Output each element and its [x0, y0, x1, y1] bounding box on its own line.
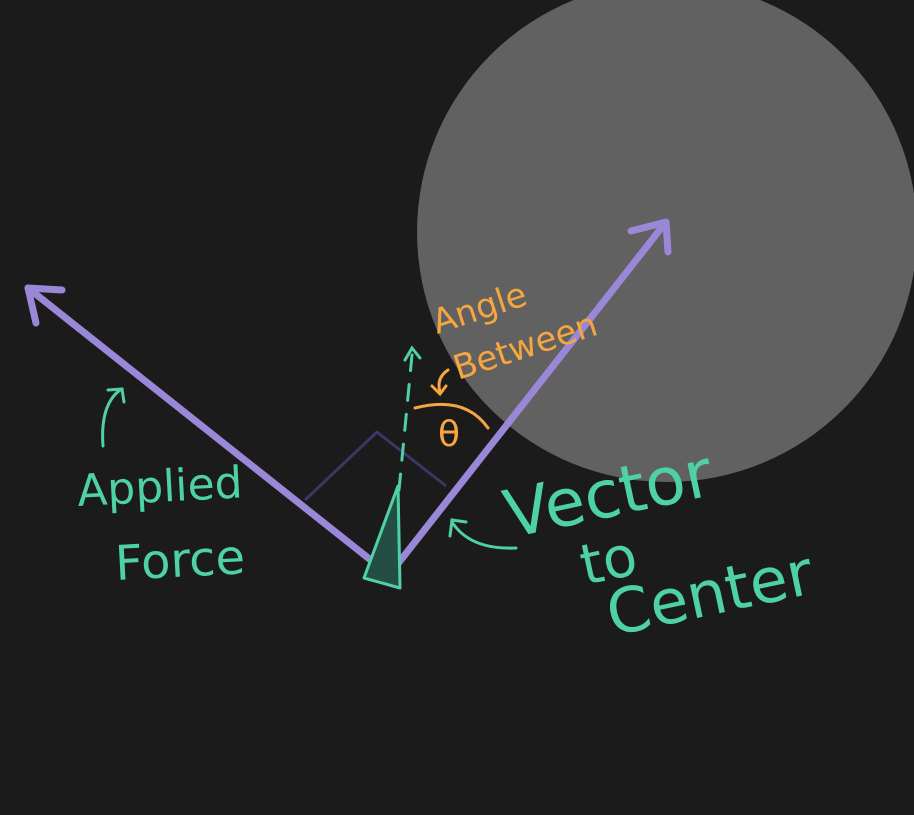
- applied-force-pointer-arrow: [101, 387, 126, 448]
- angle-pointer-arrow: [430, 368, 450, 397]
- vector-label-line2: to: [574, 523, 643, 598]
- triangle-ship-icon: [362, 484, 402, 590]
- vector-to-center-arrow: [389, 218, 672, 574]
- applied-force-label-line2: Force: [114, 529, 247, 592]
- applied-force-arrow: [24, 284, 381, 569]
- theta-symbol: θ: [438, 414, 460, 455]
- vector-pointer-arrow: [448, 518, 518, 550]
- applied-force-label-line1: Applied: [76, 457, 244, 517]
- angle-arc: [413, 402, 490, 430]
- ship-heading-dashed-line: [397, 345, 422, 492]
- right-angle-marker: [303, 430, 447, 502]
